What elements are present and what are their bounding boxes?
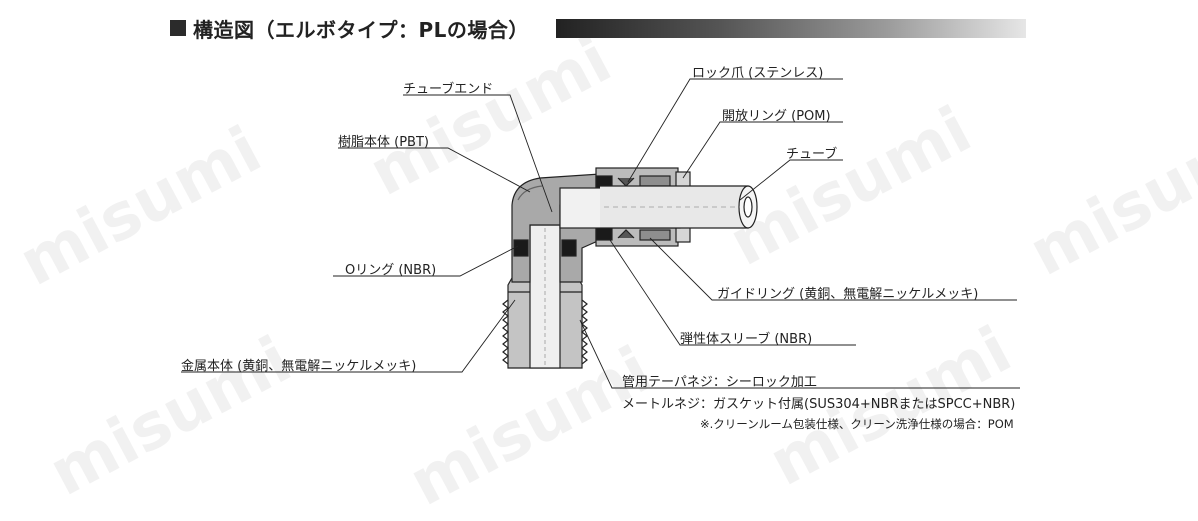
o-ring <box>513 239 529 257</box>
label-metric-thread: メートルネジ：ガスケット付属(SUS304+NBRまたはSPCC+NBR) <box>622 397 1016 412</box>
label-release-ring: 開放リング (POM) <box>722 109 831 124</box>
tube <box>600 185 758 229</box>
label-o-ring: Oリング (NBR) <box>345 263 437 278</box>
elbow-fitting-cross-section <box>181 78 1020 389</box>
vertical-bore <box>529 224 561 369</box>
label-tube-end: チューブエンド <box>403 82 494 97</box>
label-lock-claw: ロック爪 (ステンレス) <box>692 66 824 81</box>
label-elastic-sleeve: 弾性体スリーブ (NBR) <box>680 332 813 347</box>
title-square-icon <box>170 20 186 36</box>
page-title: 構造図（エルボタイプ：PLの場合） <box>193 18 529 42</box>
note-text: ※.クリーンルーム包装仕様、クリーン洗浄仕様の場合：POM <box>700 417 1014 431</box>
title-gradient-bar <box>556 19 1026 38</box>
label-taper-thread: 管用テーパネジ：シーロック加工 <box>622 375 817 390</box>
label-guide-ring: ガイドリング (黄銅、無電解ニッケルメッキ) <box>717 287 979 302</box>
label-tube: チューブ <box>786 147 838 162</box>
label-metal-body: 金属本体 (黄銅、無電解ニッケルメッキ) <box>181 359 417 374</box>
structure-diagram-page: misumi misumi misumi misumi misumi misum… <box>8 18 1198 521</box>
label-resin-body: 樹脂本体 (PBT) <box>338 135 429 150</box>
